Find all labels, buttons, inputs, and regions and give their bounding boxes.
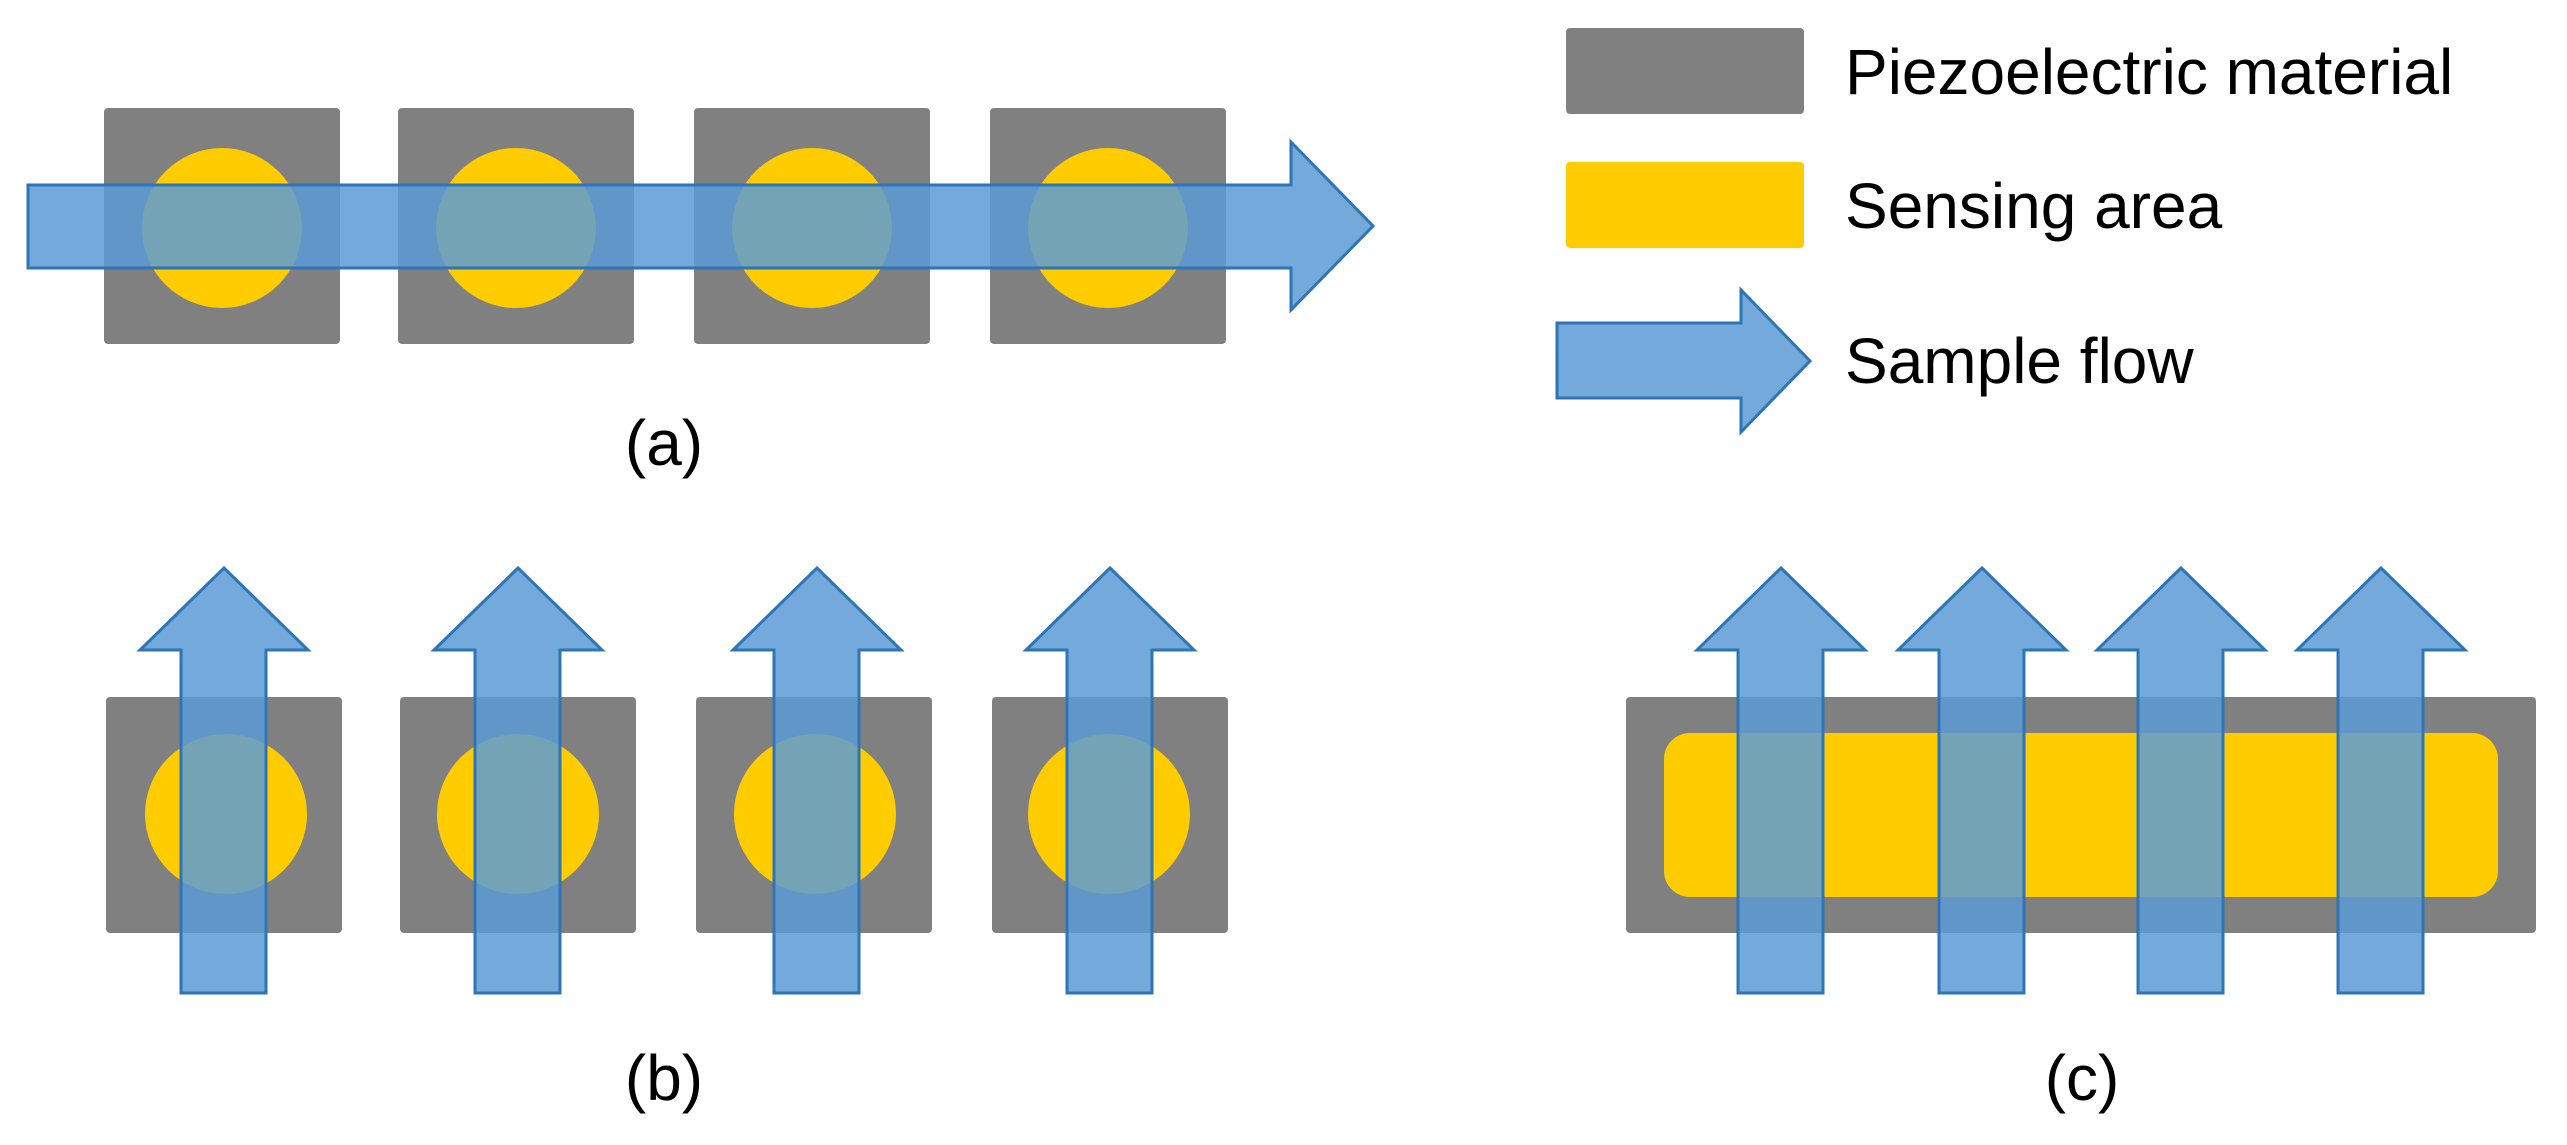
legend: Piezoelectric material Sensing area Samp… [1555, 28, 2453, 436]
panel-a: (a) [26, 108, 1376, 479]
sample-flow-arrow-c3 [2093, 565, 2269, 995]
legend-flow-arrow-icon [1555, 286, 1813, 436]
sample-flow-arrow-b2 [430, 565, 606, 995]
sample-flow-arrow-c2 [1894, 565, 2070, 995]
panel-label-c: (c) [2045, 1042, 2120, 1114]
sample-flow-arrow-a [26, 138, 1376, 314]
legend-piezo-swatch [1566, 28, 1804, 114]
panel-b-sensors [106, 697, 1228, 933]
legend-item-sensing: Sensing area [1566, 162, 2223, 248]
panel-label-a: (a) [625, 407, 703, 479]
sample-flow-arrow-c1 [1693, 565, 1869, 995]
legend-flow-label: Sample flow [1845, 325, 2194, 397]
legend-sensing-label: Sensing area [1845, 170, 2223, 242]
panel-c: (c) [1626, 565, 2536, 1114]
panel-c-sensor [1626, 697, 2536, 933]
sensing-area-c [1664, 733, 2498, 897]
sample-flow-arrow-c4 [2293, 565, 2469, 995]
legend-piezo-label: Piezoelectric material [1845, 36, 2453, 108]
sample-flow-arrow-b1 [136, 565, 312, 995]
sample-flow-arrow-b3 [729, 565, 905, 995]
legend-sensing-swatch [1566, 162, 1804, 248]
panel-b: (b) [106, 565, 1228, 1114]
sample-flow-arrow-b4 [1022, 565, 1198, 995]
legend-item-piezo: Piezoelectric material [1566, 28, 2453, 114]
panel-label-b: (b) [625, 1042, 703, 1114]
legend-item-flow: Sample flow [1555, 286, 2194, 436]
